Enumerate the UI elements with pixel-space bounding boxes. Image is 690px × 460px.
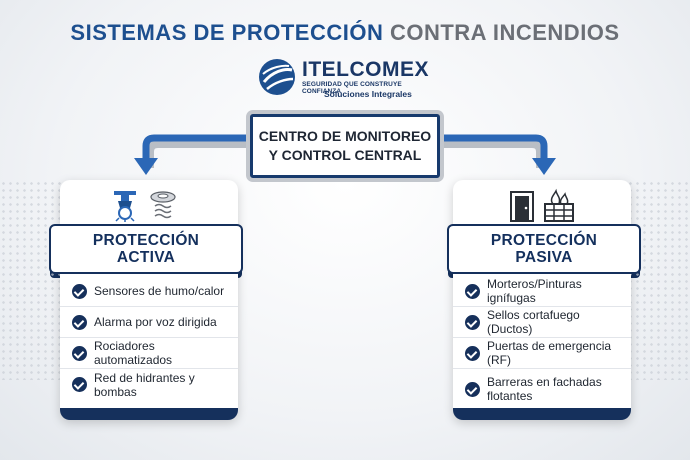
list-item-label: Barreras en fachadas flotantes — [487, 375, 602, 403]
check-icon — [72, 345, 87, 361]
left-arrow-shadow — [146, 140, 250, 168]
list-item-label: Sellos cortafuego (Ductos) — [487, 308, 580, 336]
passive-title-line-2: PASIVA — [515, 249, 573, 266]
check-icon — [465, 345, 480, 361]
fire-barrier-icon — [544, 188, 574, 222]
center-line-2: Y CONTROL CENTRAL — [268, 147, 422, 163]
active-title-line-1: PROTECCIÓN — [92, 232, 200, 249]
passive-icons — [510, 188, 574, 222]
right-arrowhead — [532, 158, 556, 175]
list-item: Sellos cortafuego (Ductos) — [453, 307, 631, 338]
dot-pattern-right — [620, 180, 690, 380]
card-footer-bar — [453, 408, 631, 420]
list-item-label: Red de hidrantes y bombas — [94, 370, 195, 399]
check-icon — [72, 283, 87, 299]
active-icons — [114, 191, 176, 222]
list-item-label: Alarma por voz dirigida — [94, 315, 217, 329]
smoke-detector-icon — [150, 191, 176, 219]
check-icon — [465, 381, 480, 397]
list-item-label: Puertas de emergencia (RF) — [487, 339, 612, 367]
company-logo: ITELCOMEX SEGURIDAD QUE CONSTRUYE CONFIA… — [258, 56, 438, 99]
check-icon — [72, 377, 87, 392]
active-items-list: Sensores de humo/calor Alarma por voz di… — [60, 276, 238, 400]
passive-items-list: Morteros/Pinturas ignífugas Sellos corta… — [453, 276, 631, 409]
logo-name: ITELCOMEX — [302, 58, 430, 81]
passive-protection-card: PROTECCIÓN PASIVA Morteros/Pinturas igní… — [448, 180, 640, 420]
main-title: SISTEMAS DE PROTECCIÓN CONTRA INCENDIOS — [0, 20, 690, 46]
sprinkler-icon — [114, 191, 136, 222]
right-arrow — [440, 134, 548, 160]
left-arrow — [142, 134, 250, 160]
logo-subtitle: Soluciones Integrales — [324, 89, 412, 99]
title-part-1: SISTEMAS DE PROTECCIÓN — [70, 20, 384, 45]
list-item: Alarma por voz dirigida — [60, 307, 238, 338]
passive-title-line-1: PROTECCIÓN — [490, 232, 598, 249]
list-item-label: Sensores de humo/calor — [94, 284, 225, 298]
list-item: Puertas de emergencia (RF) — [453, 338, 631, 369]
check-icon — [465, 314, 480, 330]
list-item: Morteros/Pinturas ignífugas — [453, 276, 631, 307]
left-arrowhead — [134, 158, 158, 175]
active-protection-card: PROTECCIÓN ACTIVA Sensores de humo/calor… — [50, 180, 242, 420]
right-arrow-shadow — [440, 140, 544, 168]
check-icon — [72, 314, 87, 330]
list-item: Red de hidrantes y bombas — [60, 369, 238, 400]
check-icon — [465, 283, 480, 299]
active-protection-banner: PROTECCIÓN ACTIVA — [50, 226, 242, 278]
list-item-label: Morteros/Pinturas ignífugas — [487, 277, 582, 305]
list-item: Barreras en fachadas flotantes — [453, 369, 631, 409]
title-part-2: CONTRA INCENDIOS — [389, 20, 620, 45]
logo-tagline: SEGURIDAD QUE CONSTRUYE CONFIANZA — [302, 81, 402, 95]
passive-protection-banner: PROTECCIÓN PASIVA — [448, 226, 640, 278]
list-item: Rociadores automatizados — [60, 338, 238, 369]
monitoring-center-box: CENTRO DE MONITOREO Y CONTROL CENTRAL — [250, 114, 440, 178]
list-item-label: Rociadores automatizados — [94, 339, 173, 367]
card-footer-bar — [60, 408, 238, 420]
globe-logo-icon — [259, 59, 295, 95]
center-line-1: CENTRO DE MONITOREO — [258, 128, 432, 144]
dot-pattern-left — [0, 180, 70, 380]
active-title-line-2: ACTIVA — [116, 249, 176, 266]
fire-door-icon — [510, 191, 534, 222]
list-item: Sensores de humo/calor — [60, 276, 238, 307]
